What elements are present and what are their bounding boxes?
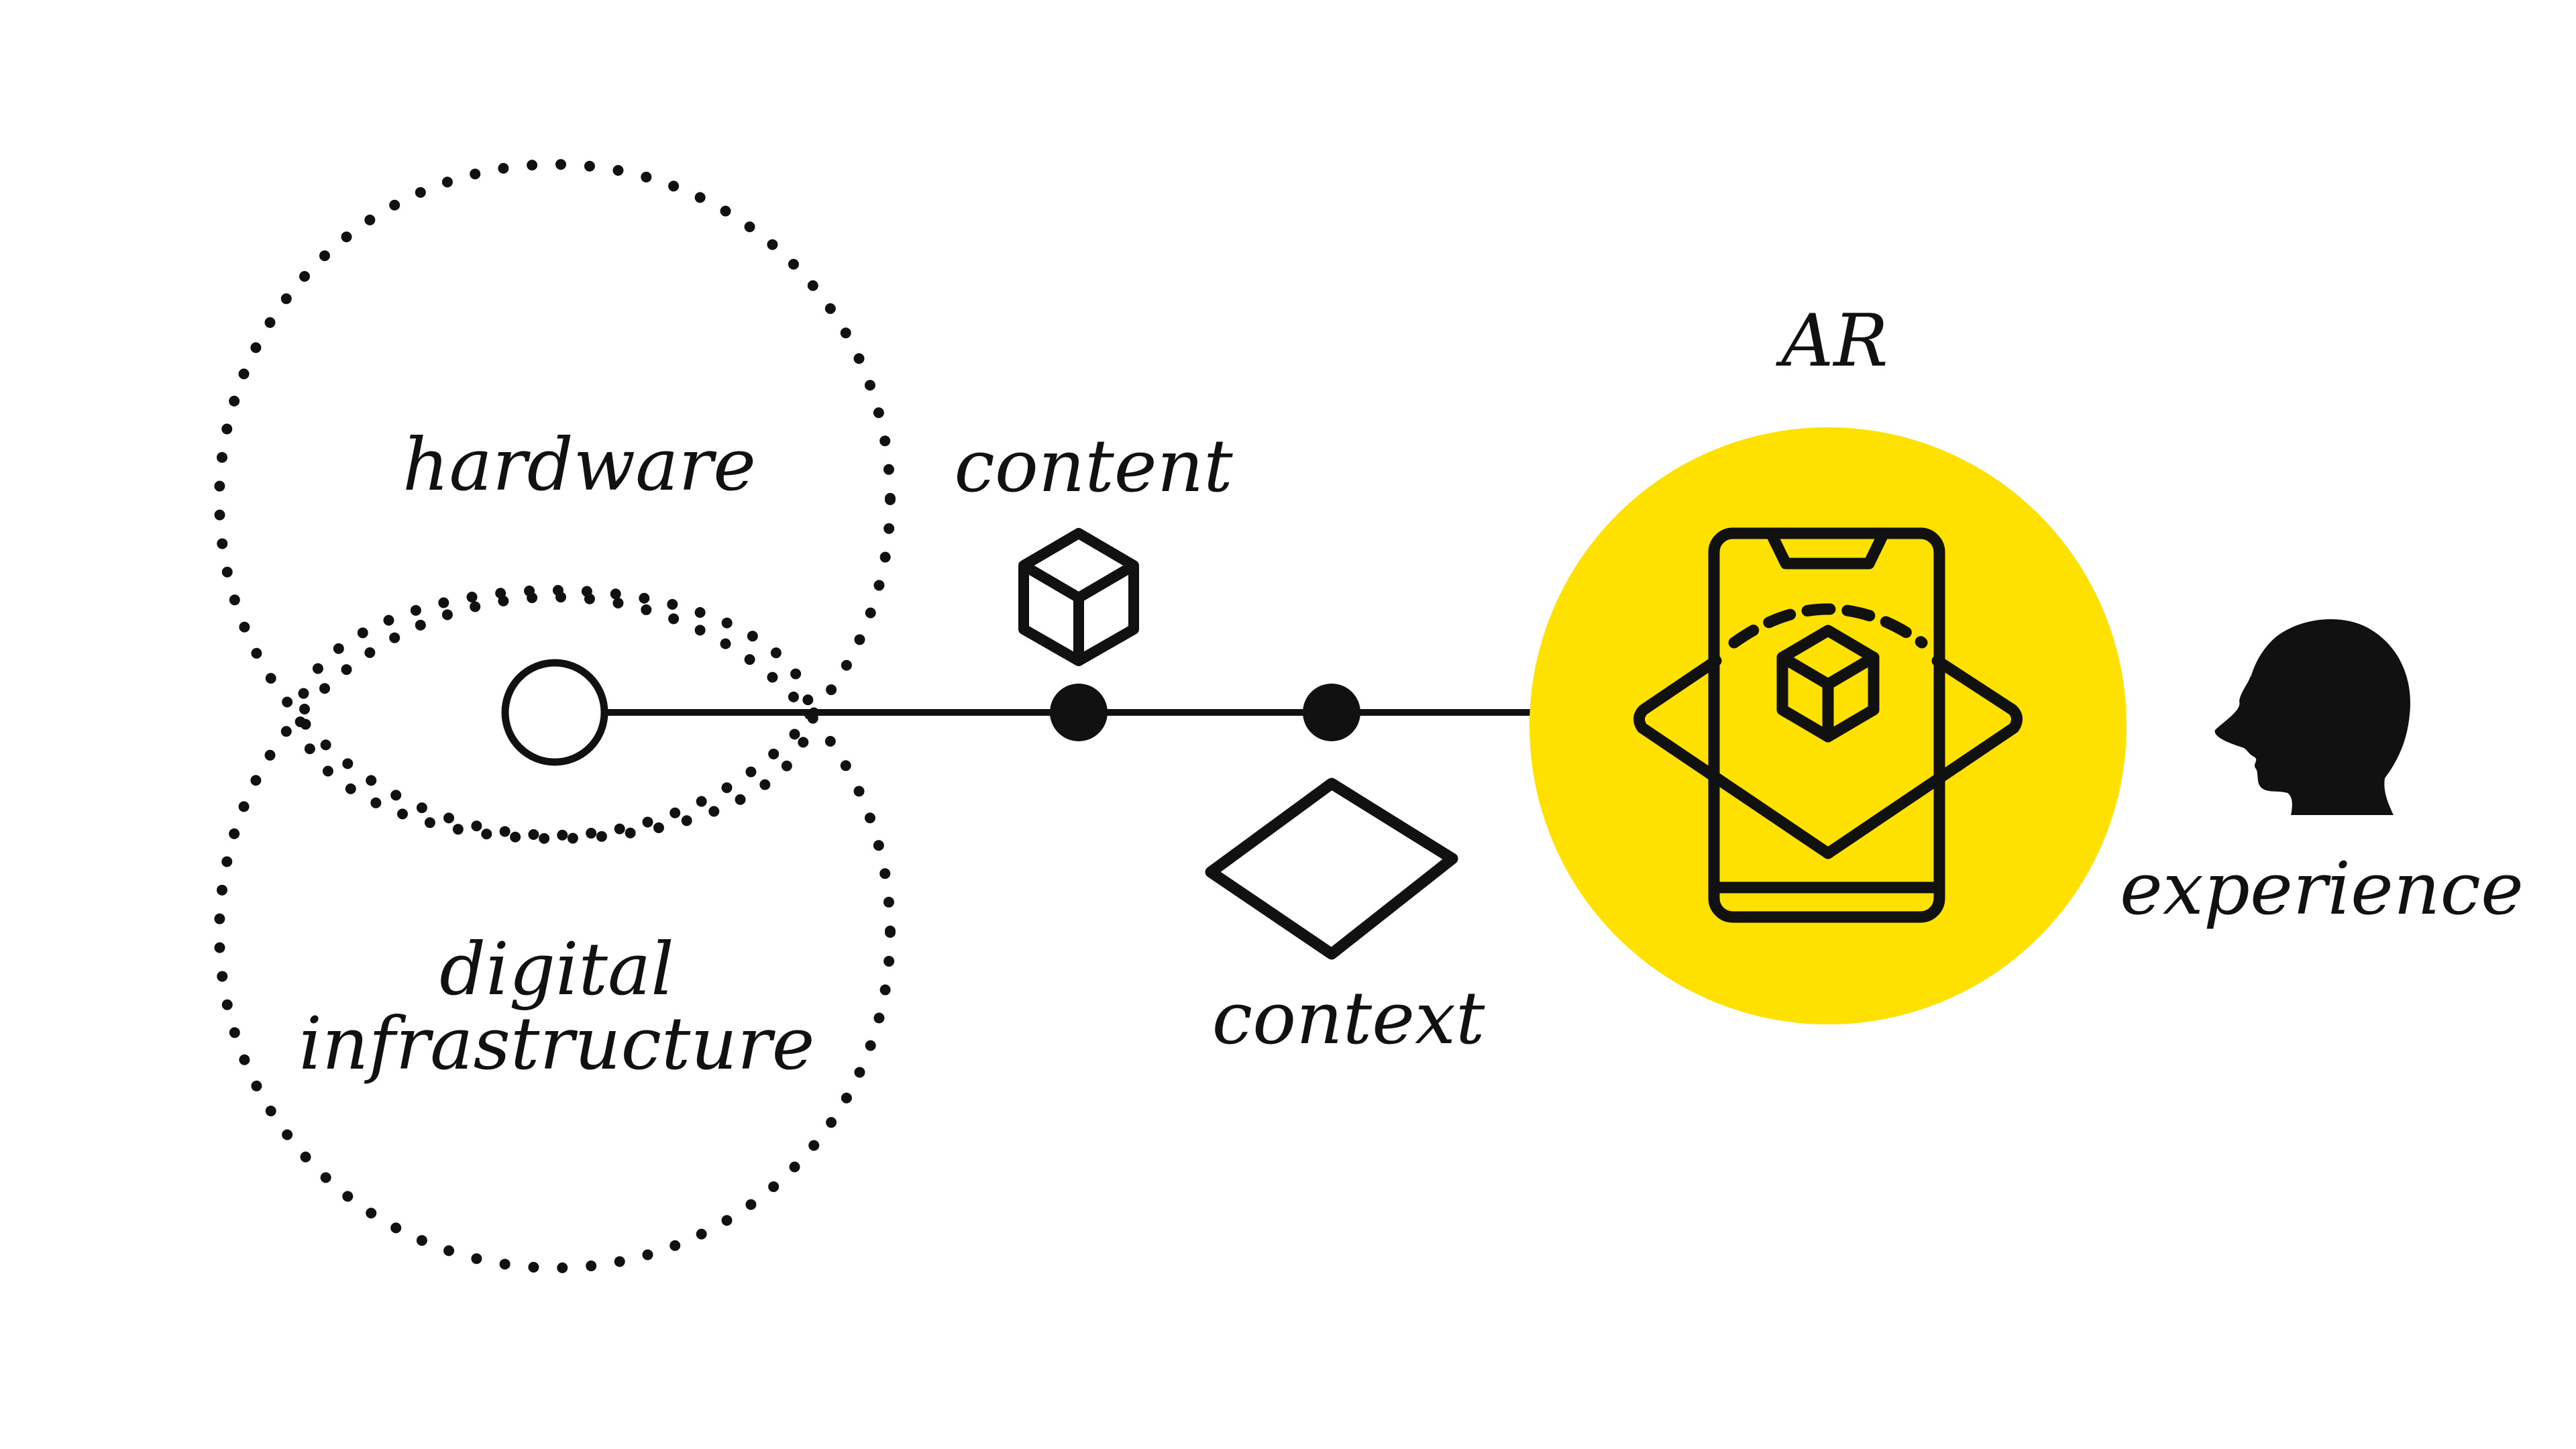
experience-label: experience xyxy=(2120,847,2524,931)
smartphone-ar-icon xyxy=(1633,527,2023,923)
cube-icon xyxy=(1018,528,1139,666)
digital-infrastructure-label: digital infrastructure xyxy=(282,928,832,1087)
content-label: content xyxy=(954,425,1233,508)
hardware-label: hardware xyxy=(402,423,757,507)
digital-infrastructure-line1: digital xyxy=(439,928,674,1012)
context-label: context xyxy=(1212,977,1485,1061)
origin-node xyxy=(501,659,608,766)
ar-label: AR xyxy=(1781,299,1888,383)
context-node xyxy=(1303,684,1360,741)
diamond-icon xyxy=(1205,777,1458,960)
content-node xyxy=(1050,684,1108,741)
hardware-dotted-circle xyxy=(214,159,896,841)
digital-infrastructure-dotted-circle xyxy=(214,592,896,1273)
human-head-icon xyxy=(2214,619,2410,815)
digital-infrastructure-line2: infrastructure xyxy=(299,1002,815,1087)
